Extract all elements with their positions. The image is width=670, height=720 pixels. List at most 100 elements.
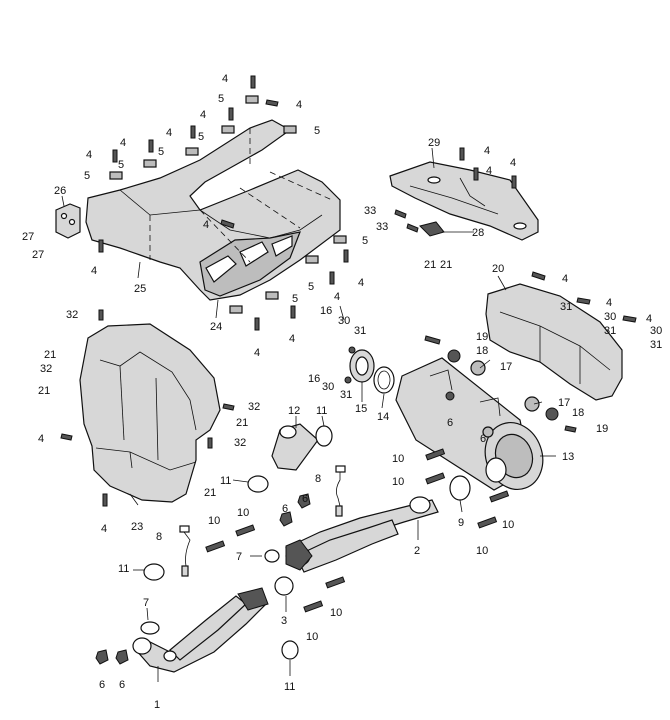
muffler-heat-shield <box>485 283 623 401</box>
callout-21: 21 <box>424 259 436 271</box>
callout-4: 4 <box>484 145 490 157</box>
nuts-6 <box>95 493 311 665</box>
muffler <box>395 357 544 491</box>
callout-5: 5 <box>292 293 298 305</box>
callout-24: 24 <box>210 321 222 333</box>
callout-4: 4 <box>510 157 516 169</box>
callout-4: 4 <box>101 523 107 535</box>
callout-17: 17 <box>558 397 570 409</box>
callout-5: 5 <box>84 170 90 182</box>
callout-4: 4 <box>646 313 652 325</box>
callout-33: 33 <box>364 205 376 217</box>
callout-9: 9 <box>458 517 464 529</box>
callout-16: 16 <box>320 305 332 317</box>
callout-5: 5 <box>198 131 204 143</box>
callout-16: 16 <box>308 373 320 385</box>
callout-4: 4 <box>606 297 612 309</box>
callout-10: 10 <box>330 607 342 619</box>
callout-4: 4 <box>38 433 44 445</box>
callout-4: 4 <box>334 291 340 303</box>
callout-33: 33 <box>376 221 388 233</box>
callout-23: 23 <box>131 521 143 533</box>
callout-18: 18 <box>572 407 584 419</box>
callout-7: 7 <box>236 551 242 563</box>
callout-31: 31 <box>604 325 616 337</box>
callout-4: 4 <box>120 137 126 149</box>
callout-5: 5 <box>308 281 314 293</box>
callout-31: 31 <box>340 389 352 401</box>
callout-4: 4 <box>289 333 295 345</box>
callout-32: 32 <box>248 401 260 413</box>
callout-13: 13 <box>562 451 574 463</box>
callout-4: 4 <box>254 347 260 359</box>
oxygen-sensors <box>179 465 346 577</box>
callout-10: 10 <box>208 515 220 527</box>
callout-4: 4 <box>222 73 228 85</box>
callout-4: 4 <box>91 265 97 277</box>
callout-32: 32 <box>40 363 52 375</box>
clips-10 <box>205 448 510 613</box>
callout-31: 31 <box>354 325 366 337</box>
callout-31: 31 <box>650 339 662 351</box>
callout-14: 14 <box>377 411 389 423</box>
callout-5: 5 <box>314 125 320 137</box>
callout-12: 12 <box>288 405 300 417</box>
callout-15: 15 <box>355 403 367 415</box>
callout-32: 32 <box>234 437 246 449</box>
callout-11: 11 <box>316 405 327 417</box>
flange-15 <box>349 349 375 383</box>
callout-30: 30 <box>650 325 662 337</box>
bracket-26 <box>55 203 81 239</box>
callout-4: 4 <box>358 277 364 289</box>
callout-26: 26 <box>54 185 66 197</box>
callout-4: 4 <box>562 273 568 285</box>
center-pipe <box>285 496 439 573</box>
callout-10: 10 <box>392 476 404 488</box>
callout-5: 5 <box>218 93 224 105</box>
callout-5: 5 <box>118 159 124 171</box>
callout-7: 7 <box>143 597 149 609</box>
callout-11: 11 <box>118 563 129 575</box>
gasket-14 <box>373 366 395 394</box>
callout-3: 3 <box>281 615 287 627</box>
callout-5: 5 <box>158 146 164 158</box>
callout-2: 2 <box>414 545 420 557</box>
callout-6: 6 <box>119 679 125 691</box>
callout-10: 10 <box>306 631 318 643</box>
callout-31: 31 <box>560 301 572 313</box>
callout-8: 8 <box>315 473 321 485</box>
callout-19: 19 <box>476 331 488 343</box>
left-heat-shield <box>79 323 221 503</box>
center-heat-shield <box>85 119 341 301</box>
callout-21: 21 <box>44 349 56 361</box>
callout-labels: 1 2 3 4 4 4 4 4 4 4 4 4 4 4 4 4 4 4 4 4 … <box>22 73 662 711</box>
callout-6: 6 <box>99 679 105 691</box>
callout-1: 1 <box>154 699 160 711</box>
callout-8: 8 <box>156 531 162 543</box>
bolts <box>60 75 637 507</box>
callout-6: 6 <box>447 417 453 429</box>
callout-4: 4 <box>296 99 302 111</box>
callout-6: 6 <box>302 493 308 505</box>
callout-4: 4 <box>166 127 172 139</box>
callout-10: 10 <box>476 545 488 557</box>
front-pipe <box>132 587 269 673</box>
callout-19: 19 <box>596 423 608 435</box>
callout-27: 27 <box>32 249 44 261</box>
callout-4: 4 <box>86 149 92 161</box>
callout-21: 21 <box>38 385 50 397</box>
callout-32: 32 <box>66 309 78 321</box>
callout-10: 10 <box>237 507 249 519</box>
callout-30: 30 <box>322 381 334 393</box>
callout-4: 4 <box>203 219 209 231</box>
callout-10: 10 <box>392 453 404 465</box>
callout-5: 5 <box>362 235 368 247</box>
callout-6: 6 <box>282 503 288 515</box>
gaskets <box>140 425 471 660</box>
callout-21: 21 <box>236 417 248 429</box>
callout-30: 30 <box>338 315 350 327</box>
leader-lines <box>61 147 556 682</box>
callout-18: 18 <box>476 345 488 357</box>
callout-17: 17 <box>500 361 512 373</box>
